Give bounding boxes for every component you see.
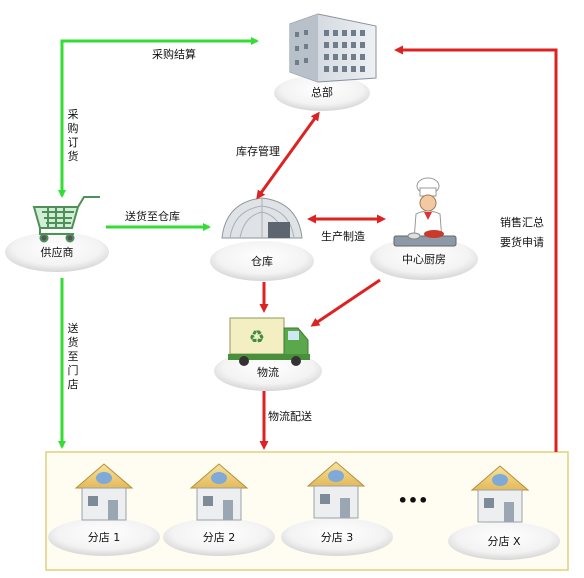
hq-label: 总部 bbox=[311, 85, 333, 99]
production-label: 生产制造 bbox=[321, 229, 365, 243]
inventory-mgmt-arrow bbox=[256, 111, 320, 200]
truck-icon: ♻ bbox=[228, 317, 310, 366]
kitchen-to-logistics-arrow bbox=[310, 278, 381, 327]
branch3-base bbox=[281, 518, 393, 556]
warehouse-label: 仓库 bbox=[251, 254, 273, 268]
branch1-label: 分店 1 bbox=[88, 530, 121, 544]
inventory-mgmt-label: 库存管理 bbox=[236, 144, 280, 158]
chef-icon bbox=[393, 177, 457, 247]
house-icon bbox=[470, 465, 530, 523]
supplier-base bbox=[5, 232, 109, 272]
branch1-base bbox=[48, 518, 160, 556]
ellipsis: ••• bbox=[398, 491, 429, 510]
svg-text:♻: ♻ bbox=[249, 327, 265, 348]
deliver-to-store-label: 送货至门店 bbox=[67, 322, 79, 391]
house-icon bbox=[74, 463, 134, 521]
branchx-base bbox=[448, 522, 560, 560]
house-icon bbox=[306, 461, 366, 519]
supplier-label: 供应商 bbox=[41, 245, 74, 259]
purchase-order-label: 采购订货 bbox=[67, 108, 79, 163]
warehouse-icon bbox=[221, 197, 303, 239]
hq-base bbox=[274, 75, 370, 111]
branch2-base bbox=[163, 518, 275, 556]
warehouse-base bbox=[210, 241, 314, 281]
logistics-delivery-label: 物流配送 bbox=[268, 409, 312, 423]
branch2-label: 分店 2 bbox=[203, 530, 236, 544]
branchx-label: 分店 X bbox=[487, 534, 520, 548]
request-goods-label: 要货申请 bbox=[500, 235, 544, 249]
branch3-label: 分店 3 bbox=[321, 530, 354, 544]
shopping-cart-icon bbox=[32, 196, 100, 243]
sales-summary-label: 销售汇总 bbox=[500, 215, 544, 229]
house-icon bbox=[189, 463, 249, 521]
office-building-icon bbox=[289, 13, 377, 83]
kitchen-base bbox=[370, 238, 478, 280]
logistics-label: 物流 bbox=[257, 365, 279, 379]
deliver-to-warehouse-label: 送货至仓库 bbox=[125, 209, 180, 223]
sales-summary-arrow bbox=[394, 45, 558, 452]
kitchen-label: 中心厨房 bbox=[402, 253, 446, 266]
purchase-settlement-arrow bbox=[60, 37, 259, 187]
purchase-settlement-label: 采购结算 bbox=[152, 47, 196, 61]
